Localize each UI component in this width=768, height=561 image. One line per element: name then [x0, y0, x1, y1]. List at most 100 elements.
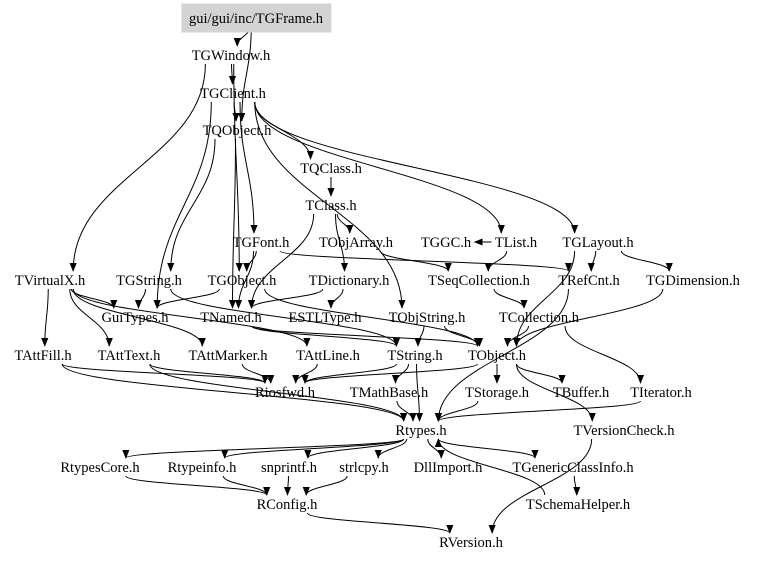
graph-node-strlcpy[interactable]: strlcpy.h	[339, 460, 389, 476]
node-label: TVirtualX.h	[15, 273, 86, 289]
graph-node-TDictionary[interactable]: TDictionary.h	[309, 273, 391, 289]
node-label: TDictionary.h	[309, 273, 391, 289]
node-label: TGGC.h	[421, 235, 472, 251]
edge-TObjString-to-TString	[414, 325, 425, 347]
edge-TObjString-to-TObject	[444, 325, 484, 347]
graph-node-TClass[interactable]: TClass.h	[305, 198, 357, 214]
graph-node-RVersion[interactable]: RVersion.h	[439, 535, 503, 551]
node-label: TIterator.h	[630, 385, 692, 401]
edge-TGWindow-to-TVirtualX	[69, 63, 206, 272]
graph-node-Rtypeinfo[interactable]: Rtypeinfo.h	[168, 460, 238, 476]
graph-node-TRefCnt[interactable]: TRefCnt.h	[558, 273, 620, 289]
graph-node-Riosfwd[interactable]: Riosfwd.h	[255, 385, 316, 401]
edge-Rtypes-to-DllImport	[427, 438, 445, 459]
graph-node-TBuffer[interactable]: TBuffer.h	[553, 385, 610, 401]
edge-TVirtualX-to-TAttMarker	[72, 288, 206, 347]
graph-node-GuiTypes[interactable]: GuiTypes.h	[101, 310, 169, 326]
edge-TGClient-to-GuiTypes	[153, 101, 212, 309]
edge-TQObject-to-TGString	[167, 138, 216, 272]
node-label: TObjArray.h	[319, 235, 394, 251]
graph-node-TAttFill[interactable]: TAttFill.h	[14, 348, 72, 364]
graph-node-TGenericClassInfo[interactable]: TGenericClassInfo.h	[512, 460, 634, 476]
graph-node-TObjString[interactable]: TObjString.h	[389, 310, 466, 326]
node-label: Rtypeinfo.h	[168, 460, 238, 476]
graph-node-TGWindow[interactable]: TGWindow.h	[192, 48, 271, 64]
edge-TObject-to-Riosfwd	[301, 363, 479, 384]
graph-node-snprintf[interactable]: snprintf.h	[261, 460, 318, 476]
node-label: ESTLType.h	[289, 310, 363, 326]
node-label: gui/gui/inc/TGFrame.h	[189, 11, 324, 27]
node-label: TQClass.h	[300, 161, 362, 177]
graph-node-TAttText[interactable]: TAttText.h	[98, 348, 161, 364]
edge-TVirtualX-to-TAttFill	[41, 288, 49, 347]
graph-node-ESTLType[interactable]: ESTLType.h	[289, 310, 363, 326]
edge-TAttMarker-to-Riosfwd	[241, 363, 275, 384]
edge-TObject-to-TBuffer	[515, 363, 566, 384]
graph-node-TSeqCollection[interactable]: TSeqCollection.h	[428, 273, 531, 289]
edge-TClass-to-TNamed	[247, 213, 315, 309]
edge-TGString-to-GuiTypes	[134, 288, 146, 309]
graph-node-TGGC[interactable]: TGGC.h	[421, 235, 472, 251]
graph-node-TObject[interactable]: TObject.h	[468, 348, 527, 364]
edge-TGFont-to-TNamed	[234, 250, 254, 309]
graph-node-TIterator[interactable]: TIterator.h	[630, 385, 692, 401]
node-label: TCollection.h	[499, 310, 580, 326]
node-label: TGFont.h	[233, 235, 291, 251]
edge-TCollection-to-TIterator	[564, 325, 645, 384]
node-label: TList.h	[495, 235, 538, 251]
graph-node-TNamed[interactable]: TNamed.h	[200, 310, 262, 326]
edge-Rtypes-to-Rtypeinfo	[221, 438, 405, 459]
graph-node-TMathBase[interactable]: TMathBase.h	[350, 385, 429, 401]
graph-node-TGDimension[interactable]: TGDimension.h	[646, 273, 741, 289]
graph-node-TQObject[interactable]: TQObject.h	[203, 123, 273, 139]
edge-TAttText-to-Rtypes	[149, 363, 408, 422]
edge-TString-to-Riosfwd	[301, 363, 397, 384]
edge-TGClient-to-TList	[254, 101, 505, 234]
edge-TCollection-to-TObject	[503, 325, 529, 347]
graph-node-TObjArray[interactable]: TObjArray.h	[319, 235, 394, 251]
edge-TRefCnt-to-Rtypes	[434, 288, 569, 422]
edge-TGLayout-to-TRefCnt	[587, 250, 597, 272]
edge-TString-to-TMathBase	[391, 363, 409, 384]
node-label: TGString.h	[116, 273, 182, 289]
graph-node-TGFont[interactable]: TGFont.h	[233, 235, 291, 251]
node-label: TAttMarker.h	[189, 348, 269, 364]
edge-TSeqCollection-to-TCollection	[493, 288, 528, 309]
node-label: TQObject.h	[203, 123, 273, 139]
graph-node-TGString[interactable]: TGString.h	[116, 273, 182, 289]
graph-node-TVersionCheck[interactable]: TVersionCheck.h	[573, 423, 675, 439]
graph-node-Rtypes[interactable]: Rtypes.h	[395, 423, 447, 439]
edge-TClass-to-TDictionary	[335, 213, 349, 272]
edge-strlcpy-to-RConfig	[302, 475, 348, 496]
edge-TSchemaHelper-to-Rtypes	[434, 438, 546, 496]
graph-node-TSchemaHelper[interactable]: TSchemaHelper.h	[526, 497, 631, 513]
edge-Rtypes-to-strlcpy	[374, 438, 408, 459]
graph-node-TGFrame[interactable]: gui/gui/inc/TGFrame.h	[181, 3, 332, 33]
graph-node-TQClass[interactable]: TQClass.h	[300, 161, 362, 177]
graph-node-TAttLine[interactable]: TAttLine.h	[296, 348, 360, 364]
graph-node-TStorage[interactable]: TStorage.h	[465, 385, 530, 401]
edge-TObjArray-to-TSeqCollection	[379, 250, 452, 272]
graph-node-TList[interactable]: TList.h	[495, 235, 538, 251]
edge-TMathBase-to-Rtypes	[396, 400, 417, 422]
edge-TNamed-to-TObject	[251, 325, 481, 347]
edge-TGObject-to-GuiTypes	[153, 288, 220, 309]
graph-node-TGClient[interactable]: TGClient.h	[200, 86, 266, 102]
graph-node-TCollection[interactable]: TCollection.h	[499, 310, 580, 326]
edge-TGClient-to-TObjString	[254, 101, 406, 309]
graph-node-TGLayout[interactable]: TGLayout.h	[562, 235, 634, 251]
node-label: TRefCnt.h	[558, 273, 620, 289]
graph-node-TAttMarker[interactable]: TAttMarker.h	[189, 348, 269, 364]
node-label: RConfig.h	[257, 497, 319, 513]
edge-TGLayout-to-TObject	[512, 250, 576, 347]
graph-node-RtypesCore[interactable]: RtypesCore.h	[60, 460, 140, 476]
graph-node-DllImport[interactable]: DllImport.h	[414, 460, 484, 476]
node-label: TString.h	[387, 348, 443, 364]
graph-node-TString[interactable]: TString.h	[387, 348, 443, 364]
node-label: TGClient.h	[200, 86, 266, 102]
graph-node-TGObject[interactable]: TGObject.h	[208, 273, 278, 289]
graph-node-TVirtualX[interactable]: TVirtualX.h	[15, 273, 86, 289]
node-label: TGWindow.h	[192, 48, 271, 64]
nodes-layer: gui/gui/inc/TGFrame.hTGWindow.hTGClient.…	[14, 3, 741, 551]
graph-node-RConfig[interactable]: RConfig.h	[257, 497, 319, 513]
